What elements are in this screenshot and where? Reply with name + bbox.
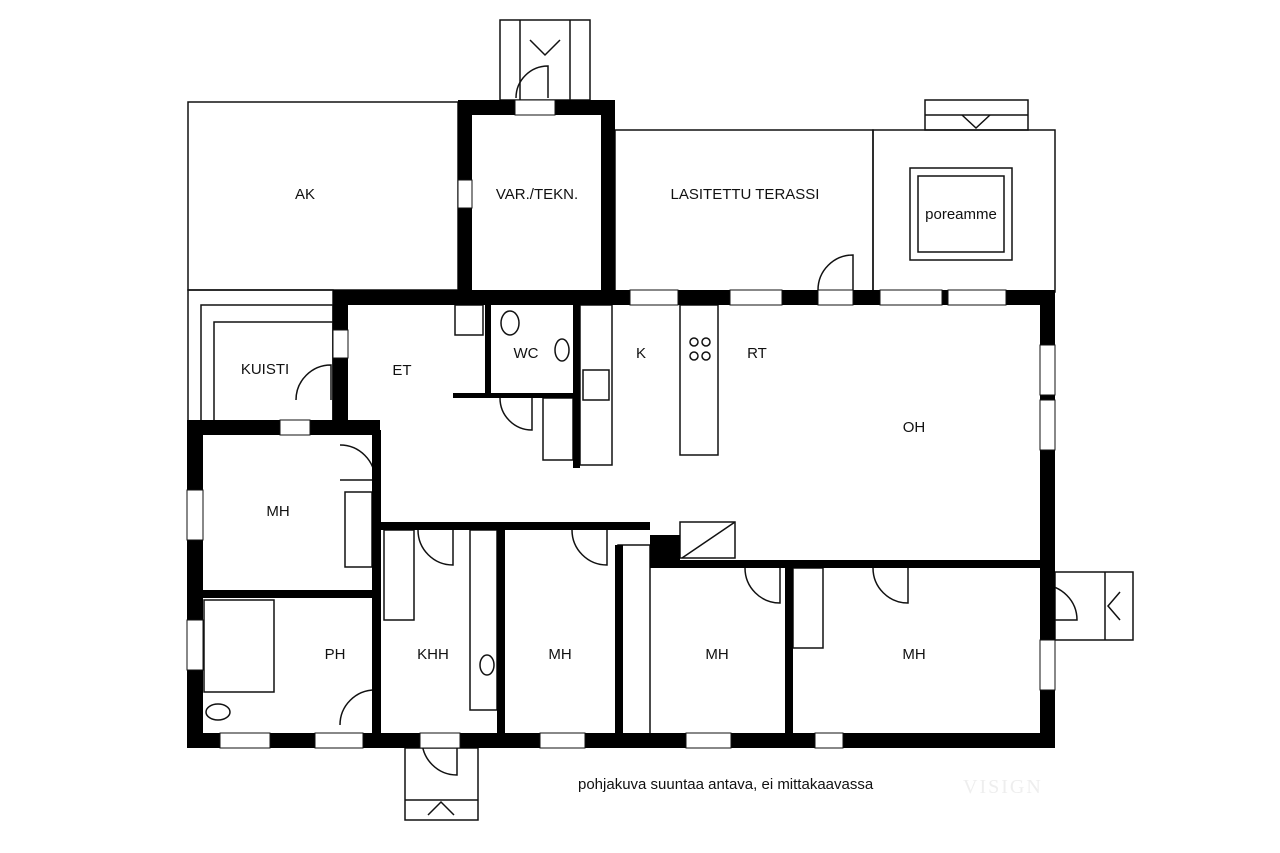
porch-outline bbox=[187, 289, 334, 423]
door-wc bbox=[499, 397, 533, 431]
room-label-khh: KHH bbox=[417, 646, 449, 663]
door-mh3 bbox=[872, 567, 909, 604]
room-label-mh-2: MH bbox=[705, 646, 728, 663]
room-label-ph: PH bbox=[325, 646, 346, 663]
kitchen-sink bbox=[582, 369, 610, 401]
shelf-et bbox=[454, 304, 484, 336]
stairs-top bbox=[499, 19, 591, 101]
fireplace bbox=[681, 521, 736, 559]
room-label-et: ET bbox=[392, 362, 411, 379]
disclaimer-note: pohjakuva suuntaa antava, ei mittakaavas… bbox=[578, 776, 874, 793]
stairs-right bbox=[1054, 571, 1134, 641]
toilet-wc bbox=[500, 310, 520, 336]
ak-outline bbox=[187, 101, 459, 291]
room-label-mh-left: MH bbox=[266, 503, 289, 520]
terrace-outline bbox=[614, 129, 874, 293]
sauna-benches bbox=[203, 599, 275, 693]
room-label-k: K bbox=[636, 345, 646, 362]
room-label-terrace: LASITETTU TERASSI bbox=[671, 186, 820, 203]
door-mh1 bbox=[571, 529, 608, 566]
kitchen-island bbox=[679, 304, 719, 456]
door-kuisti bbox=[295, 364, 332, 401]
cabinet-khh bbox=[383, 529, 415, 621]
wardrobe-mh-left bbox=[344, 491, 373, 568]
room-label-var-tekn: VAR./TEKN. bbox=[496, 186, 578, 203]
door-mh-left bbox=[339, 444, 376, 481]
watermark: VISIGN bbox=[963, 776, 1043, 798]
kitchen-counter bbox=[579, 304, 613, 466]
room-label-hot-tub: poreamme bbox=[925, 206, 997, 223]
sink-khh bbox=[479, 654, 495, 676]
room-label-oh: OH bbox=[903, 419, 926, 436]
room-label-ak: AK bbox=[295, 186, 315, 203]
stairs-bottom bbox=[404, 747, 479, 821]
door-mh2 bbox=[744, 567, 781, 604]
hot-tub-inner bbox=[917, 175, 1005, 253]
hot-tub bbox=[909, 167, 1013, 261]
cabinet bbox=[542, 397, 574, 461]
room-label-rt: RT bbox=[747, 345, 767, 362]
door-khh bbox=[417, 529, 454, 566]
room-label-wc: WC bbox=[514, 345, 539, 362]
toilet-ph bbox=[205, 703, 231, 721]
door-terrace bbox=[817, 254, 854, 291]
sink-wc bbox=[554, 338, 570, 362]
room-label-kuisti: KUISTI bbox=[241, 361, 289, 378]
room-label-mh-1: MH bbox=[548, 646, 571, 663]
wardrobe-mh3 bbox=[792, 567, 824, 649]
room-label-mh-3: MH bbox=[902, 646, 925, 663]
counter-khh bbox=[469, 529, 498, 711]
windows bbox=[186, 99, 1056, 749]
door-ph bbox=[339, 689, 376, 726]
door-var bbox=[515, 65, 549, 99]
